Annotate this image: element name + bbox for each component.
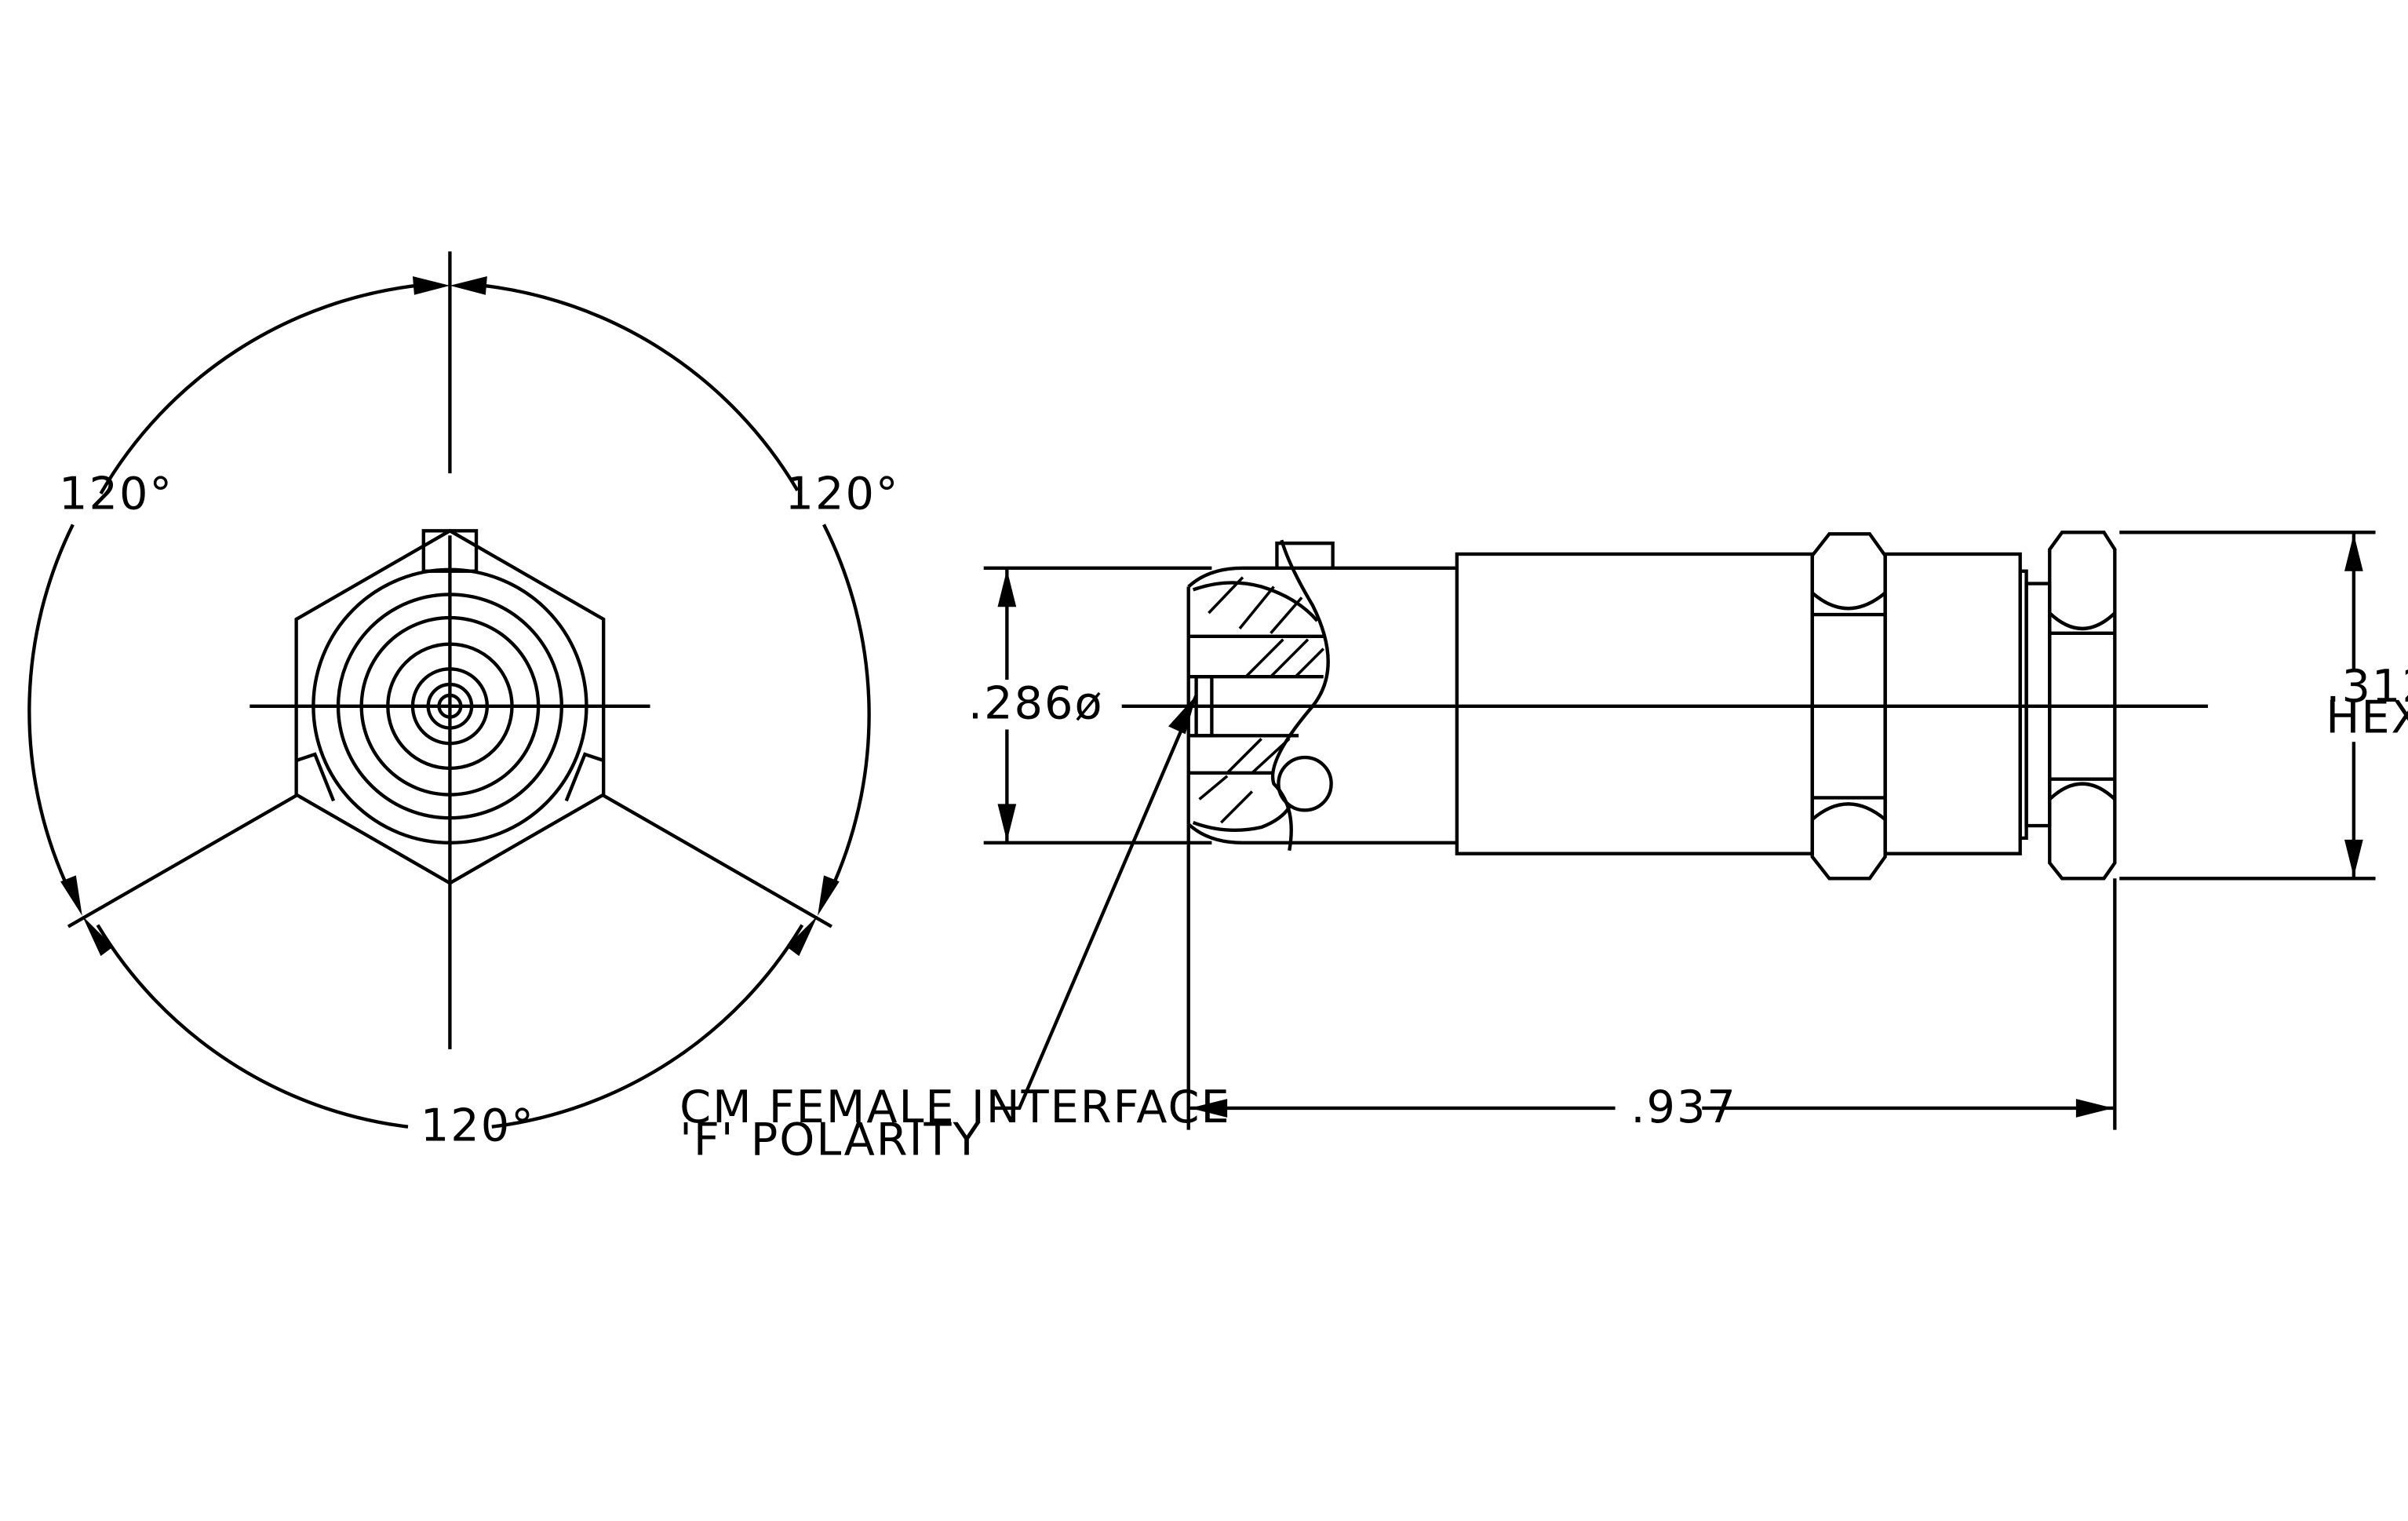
arrowhead	[412, 276, 450, 295]
arrowhead	[786, 915, 818, 957]
diameter-label: .286ø	[968, 677, 1104, 730]
hex-unit-label: HEX	[2326, 691, 2408, 743]
length-dimension: .937	[1186, 824, 2117, 1133]
section-hatching	[1198, 576, 1325, 824]
angle-label-top-left: 120°	[59, 468, 173, 520]
front-view: 120° 120° 120°	[27, 251, 900, 1152]
callout-line-1: CM FEMALE INTERFACE	[679, 1081, 1231, 1133]
arrowhead	[82, 915, 114, 957]
interface-callout: CM FEMALE INTERFACE 'F' POLARITY	[679, 695, 1231, 1165]
hex-value-label: .312	[2326, 660, 2408, 713]
front-concentric-rings	[311, 567, 588, 844]
pin-hole	[1277, 755, 1333, 812]
angle-arcs	[27, 276, 871, 1129]
side-view: .286ø	[679, 531, 2408, 1165]
side-key-tab	[1275, 541, 1335, 568]
arrowhead	[818, 875, 840, 916]
callout-line-2: 'F' POLARITY	[679, 1113, 982, 1165]
lug-left	[295, 752, 336, 802]
lug-right	[564, 752, 604, 802]
front-hexagon	[294, 528, 606, 885]
angle-label-top-right: 120°	[785, 468, 900, 520]
main-barrel	[1455, 552, 1814, 855]
rear-body	[1883, 552, 2022, 855]
angle-label-bottom: 120°	[421, 1100, 535, 1152]
arrowhead	[60, 875, 82, 916]
hex-nut-1	[1810, 532, 1887, 881]
front-center-lines	[67, 251, 832, 1049]
hex-nut-2	[2048, 531, 2117, 881]
length-label: .937	[1630, 1081, 1737, 1133]
diameter-dimension: .286ø	[968, 566, 1212, 844]
arrowhead	[450, 276, 487, 295]
cutaway-section	[1186, 539, 1333, 852]
hex-dimension: .312 HEX	[2119, 531, 2408, 881]
